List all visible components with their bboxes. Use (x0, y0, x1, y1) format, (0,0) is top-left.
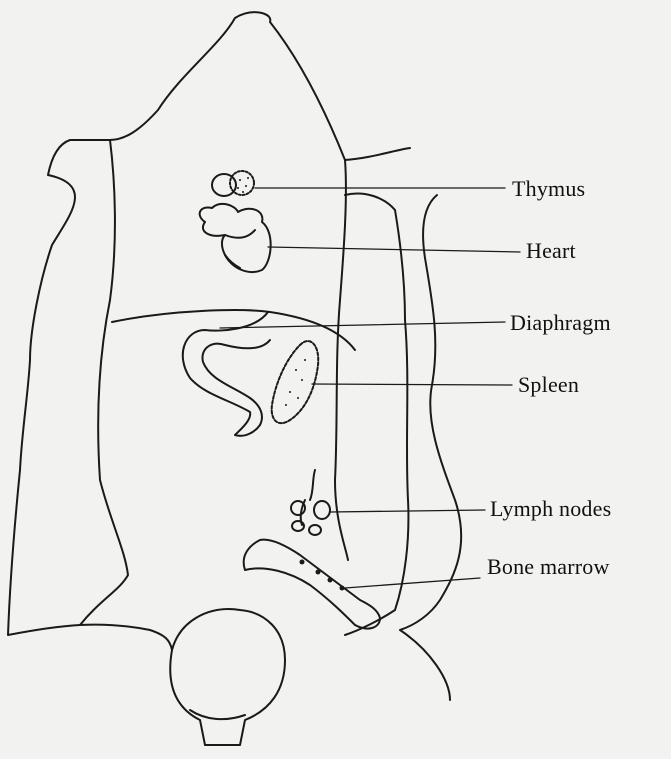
label-thymus: Thymus (512, 176, 585, 202)
lymph-node-3 (292, 521, 304, 531)
label-lymph-nodes: Lymph nodes (490, 496, 611, 522)
spleen-stipple (285, 359, 306, 406)
lymph-vessel (301, 470, 315, 525)
body-outline (8, 12, 461, 700)
label-bone-marrow: Bone marrow (487, 554, 610, 580)
label-heart: Heart (526, 238, 576, 264)
spleen-organ (272, 341, 319, 423)
label-diaphragm: Diaphragm (510, 310, 611, 336)
leader-lines (220, 188, 520, 588)
label-spleen: Spleen (518, 372, 579, 398)
lymph-node-4 (309, 525, 321, 535)
stomach-loop (183, 312, 270, 436)
thymus-lobe-right (230, 171, 254, 195)
lymph-node-2 (314, 501, 330, 519)
femur-bone (244, 540, 380, 629)
bone-marrow-dots (300, 560, 345, 591)
thymus-stipple (237, 177, 249, 193)
pelvis-tail (170, 609, 285, 745)
